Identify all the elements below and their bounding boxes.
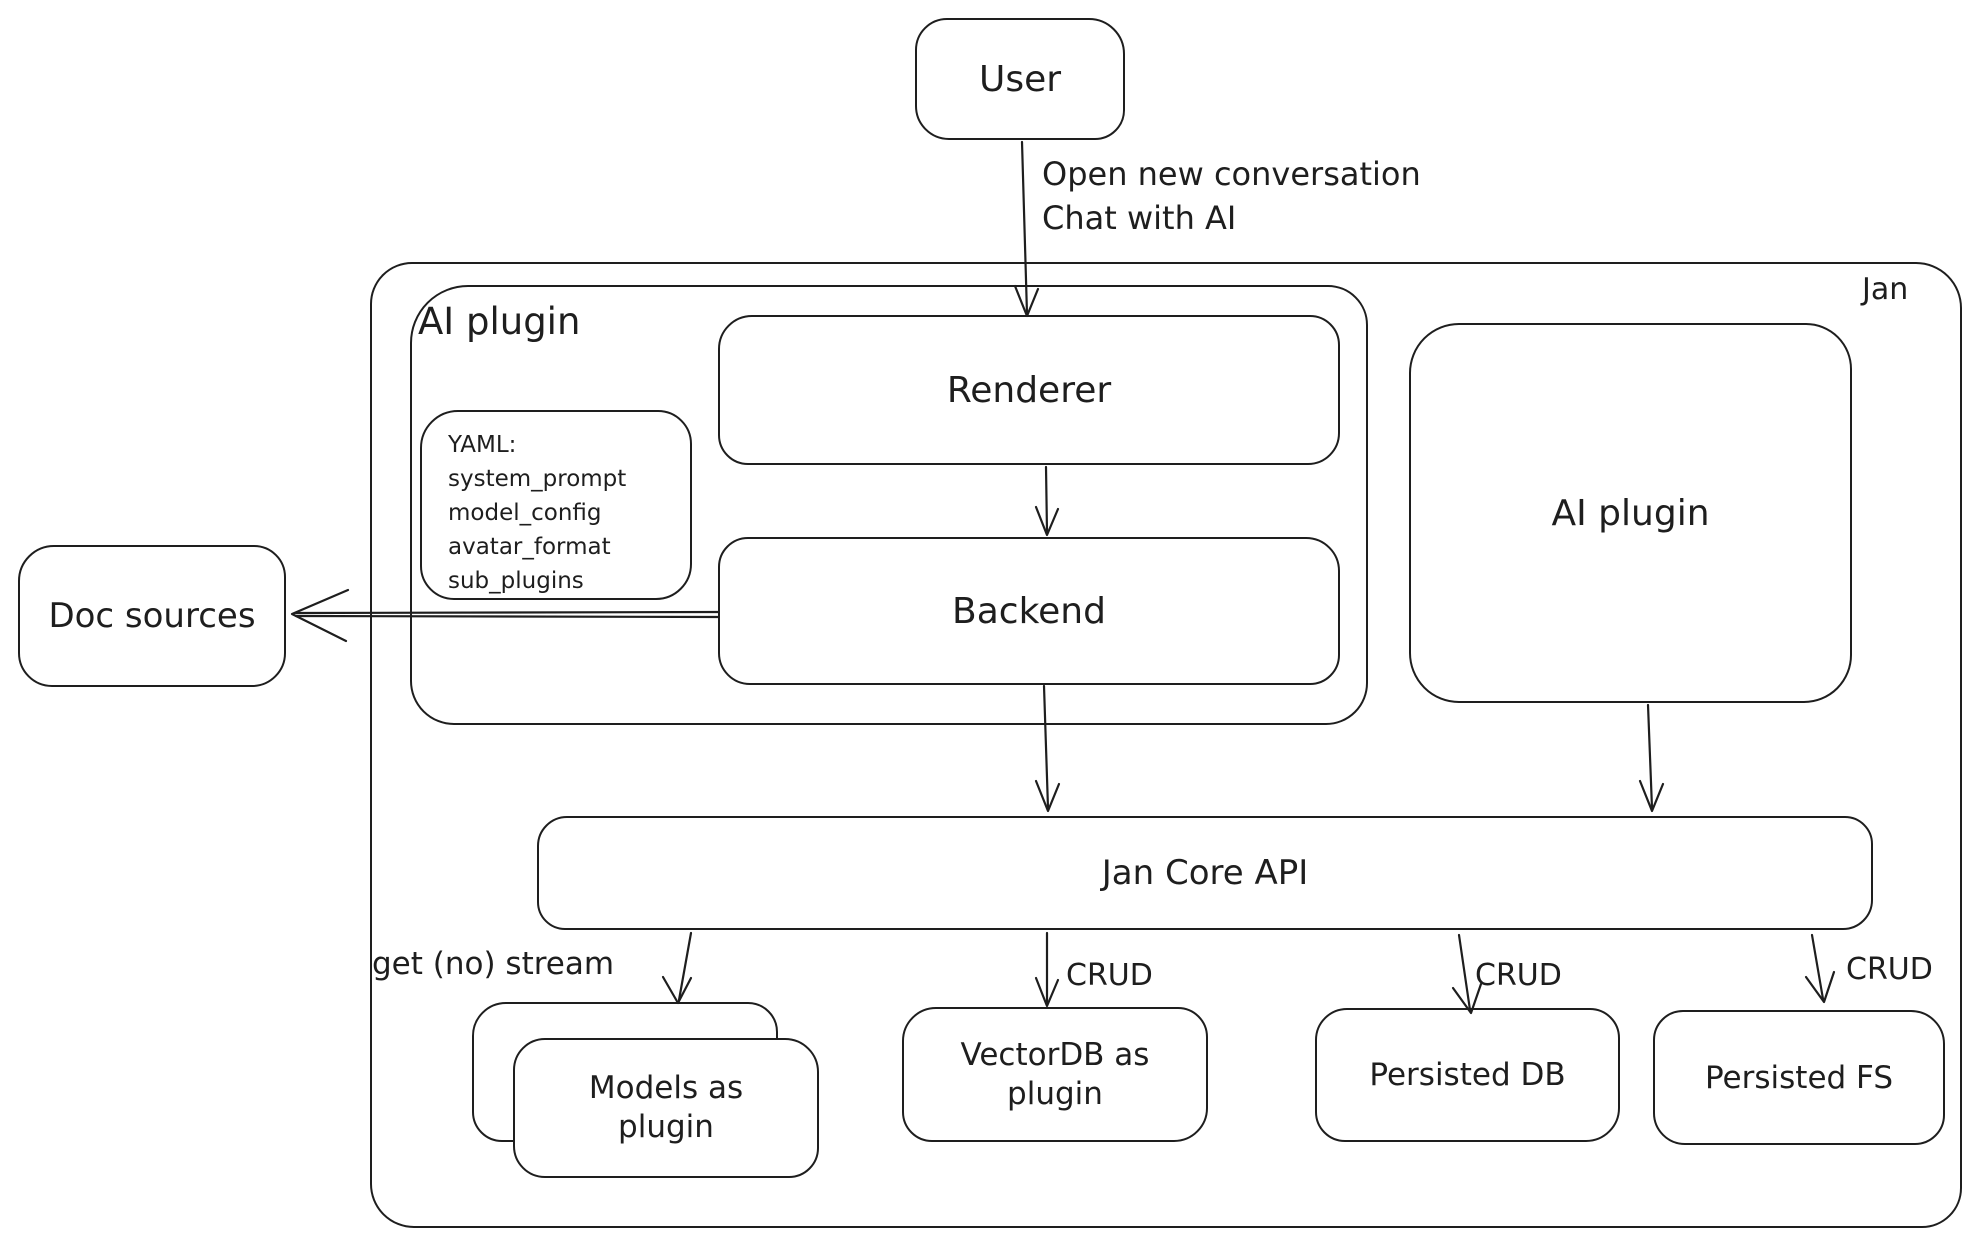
vectordb-as-plugin-node: VectorDB as plugin xyxy=(902,1007,1208,1142)
yaml-note-text: YAML: system_prompt model_config avatar_… xyxy=(448,428,626,598)
user-node: User xyxy=(915,18,1125,140)
doc-sources-node-label: Doc sources xyxy=(48,596,256,636)
ai-plugin-group-box xyxy=(410,285,1368,725)
models-as-plugin-node: Models as plugin xyxy=(513,1038,819,1178)
edge-label-crud-persisted-db: CRUD xyxy=(1475,958,1562,993)
backend-node-label: Backend xyxy=(952,590,1106,632)
persisted-db-label: Persisted DB xyxy=(1369,1057,1566,1093)
user-node-label: User xyxy=(978,58,1062,100)
jan-system-box xyxy=(370,262,1962,1228)
edge-label-crud-persisted-fs: CRUD xyxy=(1846,952,1933,987)
ai-plugin-group-label: AI plugin xyxy=(418,300,581,343)
jan-core-api-node: Jan Core API xyxy=(537,816,1873,930)
yaml-note-line: sub_plugins xyxy=(448,568,584,594)
doc-sources-node: Doc sources xyxy=(18,545,286,687)
edge-label-open-conversation: Open new conversation Chat with AI xyxy=(1042,155,1421,237)
jan-core-api-node-label: Jan Core API xyxy=(1101,853,1309,893)
renderer-node: Renderer xyxy=(718,315,1340,465)
backend-node: Backend xyxy=(718,537,1340,685)
models-as-plugin-label: Models as plugin xyxy=(588,1070,744,1145)
yaml-note-line: system_prompt xyxy=(448,466,627,492)
yaml-note-line: model_config xyxy=(448,500,602,526)
edge-label-crud-vectordb: CRUD xyxy=(1066,958,1153,993)
yaml-note: YAML: system_prompt model_config avatar_… xyxy=(420,410,692,600)
ai-plugin-node: AI plugin xyxy=(1409,323,1852,703)
persisted-fs-label: Persisted FS xyxy=(1704,1059,1894,1096)
persisted-fs-node: Persisted FS xyxy=(1653,1010,1945,1145)
vectordb-as-plugin-label: VectorDB as plugin xyxy=(960,1036,1150,1112)
jan-system-label: Jan xyxy=(1862,272,1909,307)
persisted-db-node: Persisted DB xyxy=(1315,1008,1620,1142)
renderer-node-label: Renderer xyxy=(946,369,1112,411)
yaml-note-line: avatar_format xyxy=(448,534,611,560)
ai-plugin-node-label: AI plugin xyxy=(1551,492,1710,534)
edge-label-get-no-stream: get (no) stream xyxy=(372,946,615,982)
yaml-note-title: YAML: xyxy=(448,432,517,458)
